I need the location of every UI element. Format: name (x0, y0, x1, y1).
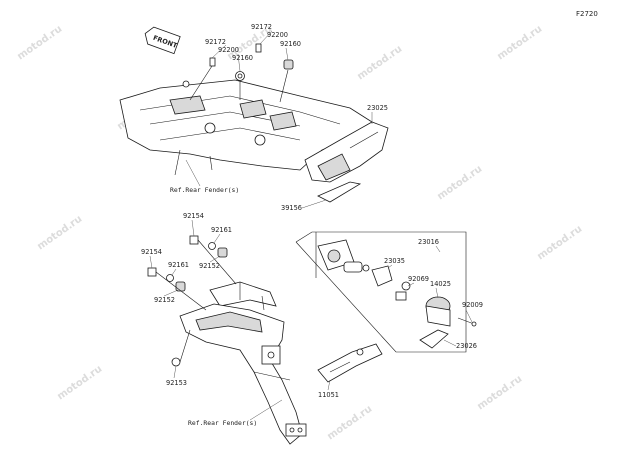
callout-14025: 14025 (430, 280, 451, 288)
watermark-layer: motod.ru motod.ru motod.ru motod.ru moto… (15, 24, 584, 443)
license-lamp-lens (425, 296, 477, 327)
watermark: motod.ru (325, 404, 374, 443)
lens-strip (317, 181, 362, 203)
watermark: motod.ru (435, 164, 484, 203)
top-fasteners (189, 43, 294, 103)
watermark: motod.ru (535, 224, 584, 263)
callout-23025: 23025 (367, 104, 388, 112)
watermark: motod.ru (15, 24, 64, 63)
watermark: motod.ru (495, 24, 544, 63)
front-badge: FRONT (144, 26, 181, 55)
callout-23026: 23026 (456, 342, 477, 350)
ref-rear-fender-top: Ref.Rear Fender(s) (170, 186, 239, 194)
watermark: motod.ru (55, 364, 104, 403)
callout-92009: 92009 (462, 301, 483, 309)
lower-left-fasteners (147, 235, 237, 367)
ref-rear-fender-bottom: Ref.Rear Fender(s) (188, 419, 257, 427)
license-lamp-cover (419, 329, 449, 349)
watermark: motod.ru (35, 214, 84, 253)
callout-92161: 92161 (211, 226, 232, 234)
callout-39156: 39156 (281, 204, 302, 212)
callout-92152: 92152 (199, 262, 220, 270)
watermark: motod.ru (355, 44, 404, 83)
figure-code: F2720 (576, 10, 598, 18)
license-lamp-bracket (317, 343, 383, 383)
license-lamp-housing (317, 239, 411, 301)
callout-92152: 92152 (154, 296, 175, 304)
callout-23035: 23035 (384, 257, 405, 265)
callout-11051: 11051 (318, 391, 339, 399)
callout-92160: 92160 (280, 40, 301, 48)
callout-23016: 23016 (418, 238, 439, 246)
callout-92172: 92172 (205, 38, 226, 46)
rear-fender-bracket (179, 281, 307, 445)
callout-92154: 92154 (141, 248, 162, 256)
callout-92069: 92069 (408, 275, 429, 283)
callout-92161: 92161 (168, 261, 189, 269)
callout-92160: 92160 (232, 54, 253, 62)
license-lamp-box (295, 231, 467, 353)
callout-92200: 92200 (267, 31, 288, 39)
seat-frame (119, 79, 373, 176)
tail-light-housing (304, 121, 389, 183)
callout-92154: 92154 (183, 212, 204, 220)
watermark: motod.ru (475, 374, 524, 413)
callout-92153: 92153 (166, 379, 187, 387)
callout-92200: 92200 (218, 46, 239, 54)
callout-92172: 92172 (251, 23, 272, 31)
